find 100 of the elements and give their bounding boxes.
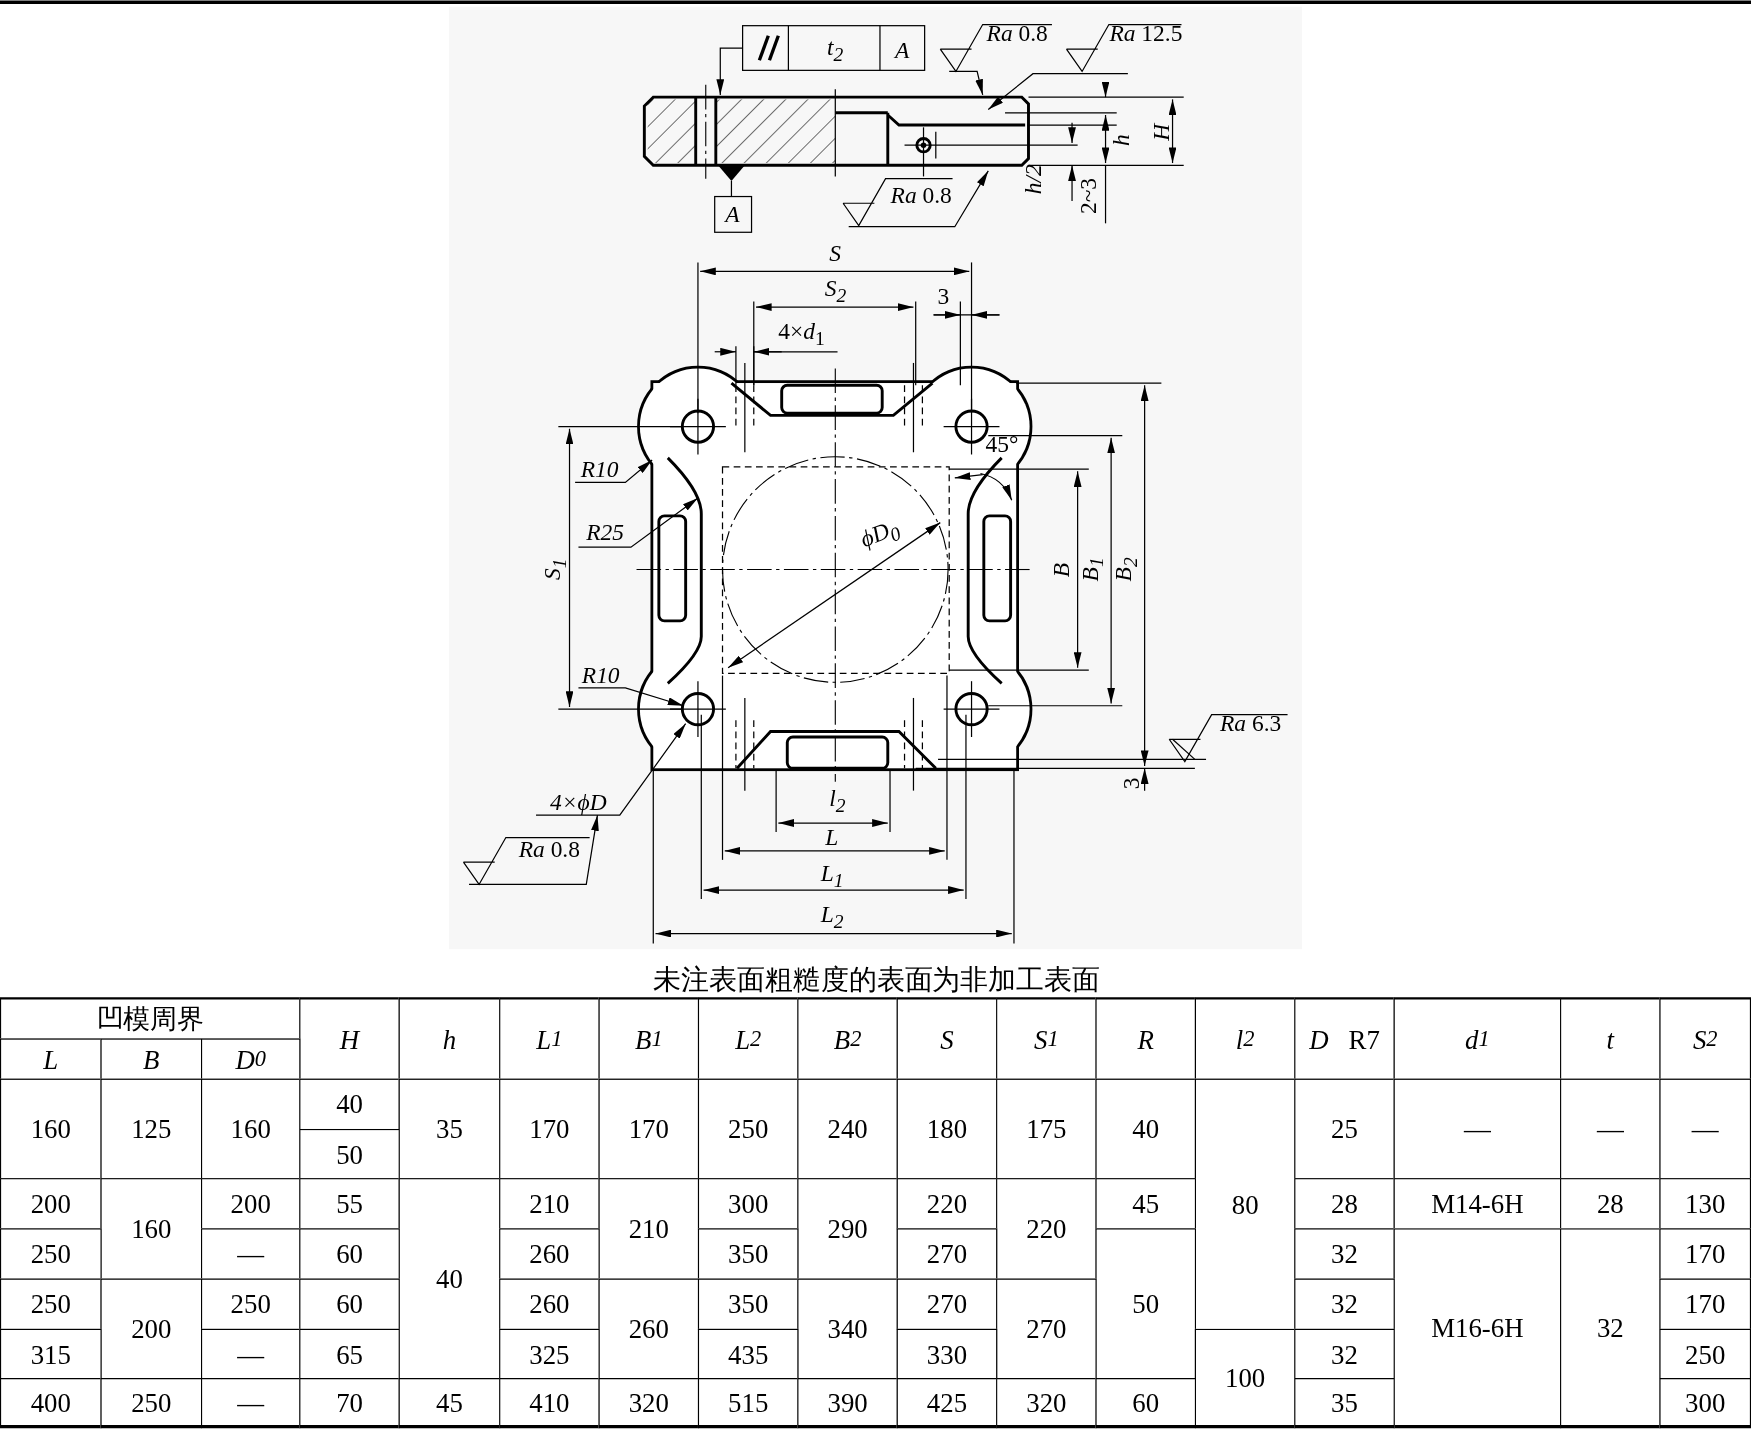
table-cell: 45	[1095, 1178, 1196, 1230]
table-cell: 260	[598, 1278, 700, 1380]
table-cell: 160	[0, 1078, 102, 1180]
dimension-label: S$_{2}$	[824, 276, 847, 306]
roughness-label: Ra 6.3	[1220, 711, 1282, 736]
table-cell: 65	[299, 1328, 400, 1380]
table-cell: 220	[996, 1178, 1097, 1280]
header-cell: L	[0, 1038, 102, 1080]
table-cell: 50	[299, 1129, 400, 1180]
table-cell: —	[1560, 1078, 1661, 1180]
table-cell: 300	[697, 1178, 799, 1230]
table-cell: 250	[1659, 1328, 1751, 1380]
table-cell: 40	[1095, 1078, 1196, 1180]
table-cell: 315	[0, 1328, 102, 1380]
table-cell: M16-6H	[1393, 1228, 1562, 1429]
datum-letter: A	[895, 38, 910, 62]
table-cell: 320	[598, 1378, 700, 1429]
table-cell: 160	[201, 1078, 301, 1180]
table-cell: 210	[598, 1178, 700, 1280]
dimension-label: S	[829, 241, 841, 266]
table-cell: 35	[398, 1078, 501, 1180]
dimension-label: h/2	[1021, 163, 1045, 194]
dimension-label: R10	[581, 663, 620, 688]
table-cell: 35	[1294, 1378, 1395, 1429]
table-cell: 300	[1659, 1378, 1751, 1429]
dimension-label: 45°	[985, 432, 1019, 457]
table-cell: 32	[1294, 1278, 1395, 1330]
datum-letter: A	[725, 202, 740, 227]
table-cell: 515	[697, 1378, 799, 1429]
header-cell: h	[398, 997, 501, 1080]
table-cell: 170	[1659, 1228, 1751, 1280]
table-cell: —	[1659, 1078, 1751, 1180]
table-cell: 350	[697, 1228, 799, 1280]
table-cell: 50	[1095, 1228, 1196, 1380]
header-cell: t	[1560, 997, 1661, 1080]
table-cell: 28	[1294, 1178, 1395, 1230]
table-cell: 270	[996, 1278, 1097, 1380]
table-cell: 340	[797, 1278, 898, 1380]
dimension-label: h	[1109, 133, 1133, 146]
header-cell: D R7	[1294, 997, 1395, 1080]
table-cell: 250	[0, 1278, 102, 1330]
table-cell: 170	[598, 1078, 700, 1180]
dimension-label: l$_{2}$	[829, 787, 846, 816]
dimension-label: R10	[580, 457, 619, 481]
table-cell: 60	[1095, 1378, 1196, 1429]
table-cell: 45	[398, 1378, 501, 1429]
table-cell: 40	[398, 1178, 501, 1380]
table-cell: 70	[299, 1378, 400, 1429]
dimension-label: L$_{2}$	[820, 903, 844, 933]
header-cell: H	[299, 997, 400, 1080]
table-cell: —	[201, 1228, 301, 1280]
roughness-label: Ra 0.8	[518, 836, 580, 861]
header-cell: S	[896, 997, 998, 1080]
table-cell: 100	[1194, 1328, 1296, 1429]
table-cell: 325	[499, 1328, 600, 1380]
table-cell: 32	[1294, 1328, 1395, 1380]
table-cell: 290	[797, 1178, 898, 1280]
dimension-label: 4×ϕD	[550, 790, 607, 814]
table-cell: 425	[896, 1378, 998, 1429]
table-cell: 250	[697, 1078, 799, 1180]
table-cell: 200	[0, 1178, 102, 1230]
dimension-label: 3	[937, 284, 950, 308]
table-cell: 270	[896, 1228, 998, 1280]
table-cell: 32	[1294, 1228, 1395, 1280]
table-cell: 80	[1194, 1078, 1296, 1330]
dimension-label: R25	[586, 520, 625, 545]
header-cell: 凹模周界	[0, 997, 301, 1040]
table-cell: 260	[499, 1228, 600, 1280]
table-cell: 220	[896, 1178, 998, 1230]
table-cell: 350	[697, 1278, 799, 1330]
header-cell: B	[100, 1038, 203, 1080]
table-cell: 28	[1560, 1178, 1661, 1230]
dimension-label: B	[1049, 562, 1073, 577]
table-cell: 250	[0, 1228, 102, 1280]
table-cell: 260	[499, 1278, 600, 1330]
table-cell: 210	[499, 1178, 600, 1230]
table-cell: 200	[201, 1178, 301, 1230]
dimension-label: 2~3	[1077, 177, 1101, 214]
table-cell: 60	[299, 1278, 400, 1330]
table-cell: 175	[996, 1078, 1097, 1180]
table-cell: 240	[797, 1078, 898, 1180]
table-cell: 40	[299, 1078, 400, 1131]
table-cell: 170	[499, 1078, 600, 1180]
dimension-label: L	[825, 825, 839, 850]
tolerance-value: t$_{2}$	[826, 35, 844, 65]
table-cell: 60	[299, 1228, 400, 1280]
table-cell: M14-6H	[1393, 1178, 1562, 1230]
dimension-label: H	[1149, 123, 1174, 141]
dimension-label: L$_{1}$	[820, 862, 844, 891]
table-cell: 410	[499, 1378, 600, 1429]
table-cell: 130	[1659, 1178, 1751, 1230]
table-cell: 270	[896, 1278, 998, 1330]
table-cell: 390	[797, 1378, 898, 1429]
table-cell: 250	[201, 1278, 301, 1330]
note-text: 未注表面粗糙度的表面为非加工表面	[653, 965, 1100, 994]
roughness-label: Ra 12.5	[1109, 21, 1183, 46]
roughness-label: Ra 0.8	[986, 21, 1048, 46]
roughness-label: Ra 0.8	[890, 183, 952, 208]
table-cell: 32	[1560, 1228, 1661, 1429]
table-cell: 25	[1294, 1078, 1395, 1180]
